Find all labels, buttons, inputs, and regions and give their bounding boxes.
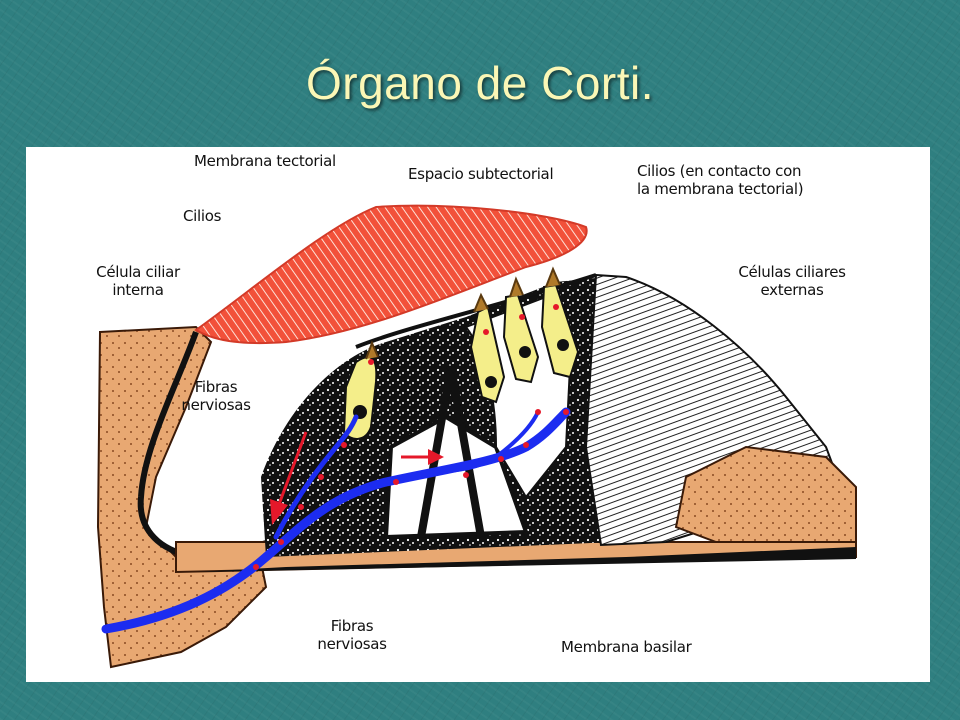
outer-hair-cell-nucleus-2 <box>519 346 531 358</box>
tunnel-of-corti <box>383 414 529 540</box>
label-espacio-subtectorial: Espacio subtectorial <box>408 165 554 183</box>
label-fibras-top-2: nerviosas <box>181 396 251 414</box>
outer-hair-cell-nucleus-3 <box>557 339 569 351</box>
label-celulas-externas-2: externas <box>760 281 824 299</box>
label-celula-interna-1: Célula ciliar <box>96 263 180 281</box>
claudius-cells <box>674 445 857 543</box>
label-membrana-basilar: Membrana basilar <box>561 638 692 656</box>
label-cilios-contacto-2: la membrana tectorial) <box>637 180 804 198</box>
label-cilios: Cilios <box>183 207 222 225</box>
reticular-lamina <box>355 273 597 349</box>
label-fibras-bottom-2: nerviosas <box>317 635 387 653</box>
slide-title: Órgano de Corti. <box>305 57 655 109</box>
arrow-red-1-head <box>270 499 288 525</box>
tectorial-membrane <box>194 204 588 345</box>
stereocilia-outer <box>473 266 561 313</box>
corti-illustration <box>96 204 857 669</box>
corti-diagram-panel: Membrana tectorial Espacio subtectorial … <box>26 147 930 682</box>
basilar-membrane-lower <box>196 547 856 572</box>
outer-hair-cell-nucleus-1 <box>485 376 497 388</box>
stereocilia-inner <box>365 340 379 360</box>
nerve-fiber-inner <box>273 414 359 540</box>
label-fibras-top-1: Fibras <box>194 378 238 396</box>
label-membrana-tectorial: Membrana tectorial <box>194 152 336 170</box>
pillar-cells <box>417 366 485 538</box>
synapse-dots <box>253 304 569 570</box>
label-fibras-bottom-1: Fibras <box>330 617 374 635</box>
arrow-red-2-head <box>428 449 444 465</box>
label-celulas-externas-1: Células ciliares <box>738 263 846 281</box>
label-cilios-contacto-1: Cilios (en contacto con <box>637 162 802 180</box>
arrow-red-1 <box>276 431 308 508</box>
nerve-fiber-outer <box>384 410 540 484</box>
label-celula-interna-2: interna <box>112 281 164 299</box>
